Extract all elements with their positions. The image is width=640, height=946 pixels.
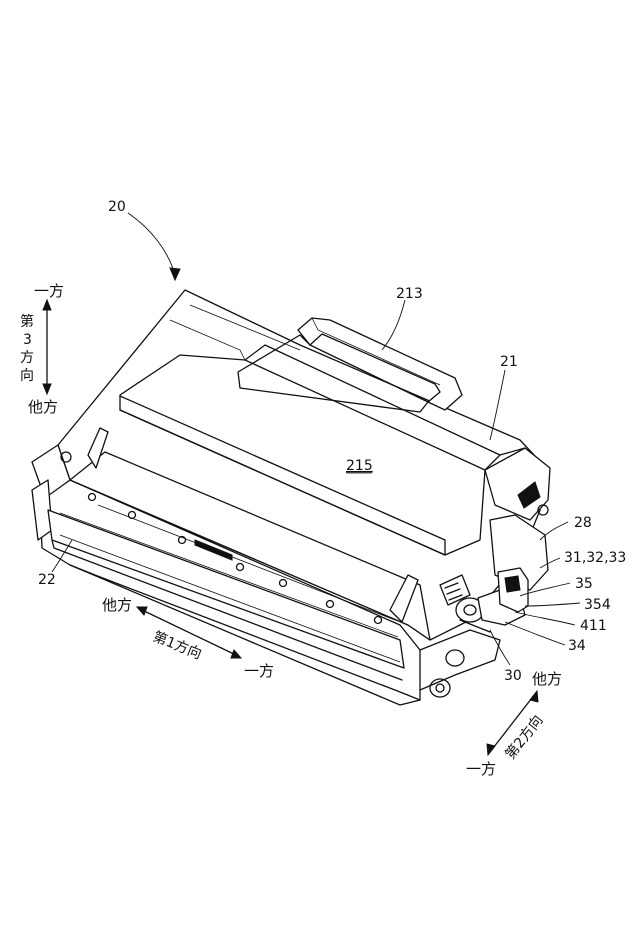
second-direction-label: 第2方向: [502, 712, 547, 763]
second-one-side-label: 一方: [466, 760, 496, 778]
ref-30: 30: [504, 668, 522, 684]
ref-411: 411: [580, 618, 607, 634]
second-other-side-label: 他方: [532, 670, 562, 688]
second-direction-indicator: 他方 第2方向 一方: [466, 670, 562, 778]
third-dir-char-3: 方: [20, 350, 34, 366]
ref-213: 213: [396, 286, 423, 302]
process-cartridge: [32, 290, 550, 705]
first-one-side-label: 一方: [244, 662, 274, 680]
ref-35: 35: [575, 576, 593, 592]
third-dir-char-2: 3: [23, 332, 32, 348]
ref-20: 20: [108, 199, 126, 215]
third-direction-indicator: 一方 第 3 方 向 他方: [20, 282, 64, 416]
ref-22: 22: [38, 572, 56, 588]
ref-21: 21: [500, 354, 518, 370]
ref-28: 28: [574, 515, 592, 531]
ref-34: 34: [568, 638, 586, 654]
third-other-side-label: 他方: [28, 398, 58, 416]
third-dir-char-1: 第: [20, 313, 34, 330]
ref-31-32-33: 31,32,33: [564, 550, 626, 566]
third-dir-char-4: 向: [20, 368, 34, 384]
ref-354: 354: [584, 597, 611, 613]
first-direction-label: 第1方向: [151, 628, 205, 663]
third-one-side-label: 一方: [34, 282, 64, 300]
first-other-side-label: 他方: [102, 596, 132, 614]
ref-215: 215: [346, 458, 373, 474]
